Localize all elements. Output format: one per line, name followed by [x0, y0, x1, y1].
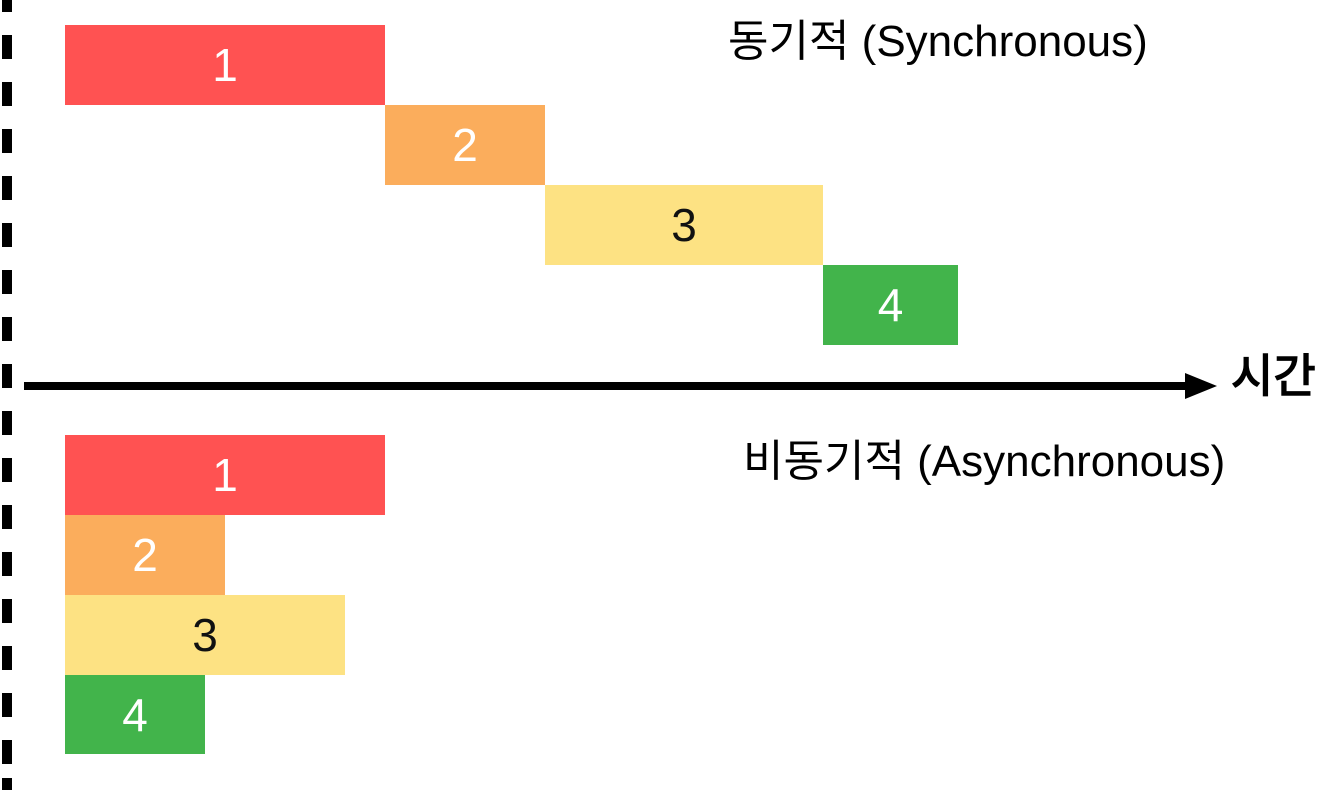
sync-task-bar-4: 4	[823, 265, 958, 345]
sync-task-bar-3: 3	[545, 185, 823, 265]
sync-task-label-4: 4	[877, 279, 904, 331]
async-task-label-4: 4	[122, 688, 148, 741]
sync-task-bar-1: 1	[65, 25, 385, 105]
sync-task-bar-2: 2	[385, 105, 545, 185]
time-axis-label: 시간	[1231, 350, 1316, 402]
async-task-label-2: 2	[132, 529, 158, 581]
async-task-label-3: 3	[192, 609, 218, 661]
sync-task-label-3: 3	[671, 199, 697, 251]
arrow-right-icon	[1185, 373, 1217, 399]
start-time-dashed-line	[2, 0, 12, 790]
async-task-bar-2: 2	[65, 515, 225, 595]
async-task-label-1: 1	[212, 449, 238, 501]
time-axis-line	[24, 382, 1190, 390]
synchronous-title: 동기적 (Synchronous)	[728, 17, 1148, 66]
asynchronous-title: 비동기적 (Asynchronous)	[743, 437, 1226, 486]
async-task-bar-3: 3	[65, 595, 345, 675]
sync-task-label-1: 1	[212, 39, 238, 91]
sync-task-label-2: 2	[452, 119, 478, 171]
async-task-bar-4: 4	[65, 675, 205, 754]
async-task-bar-1: 1	[65, 435, 385, 515]
